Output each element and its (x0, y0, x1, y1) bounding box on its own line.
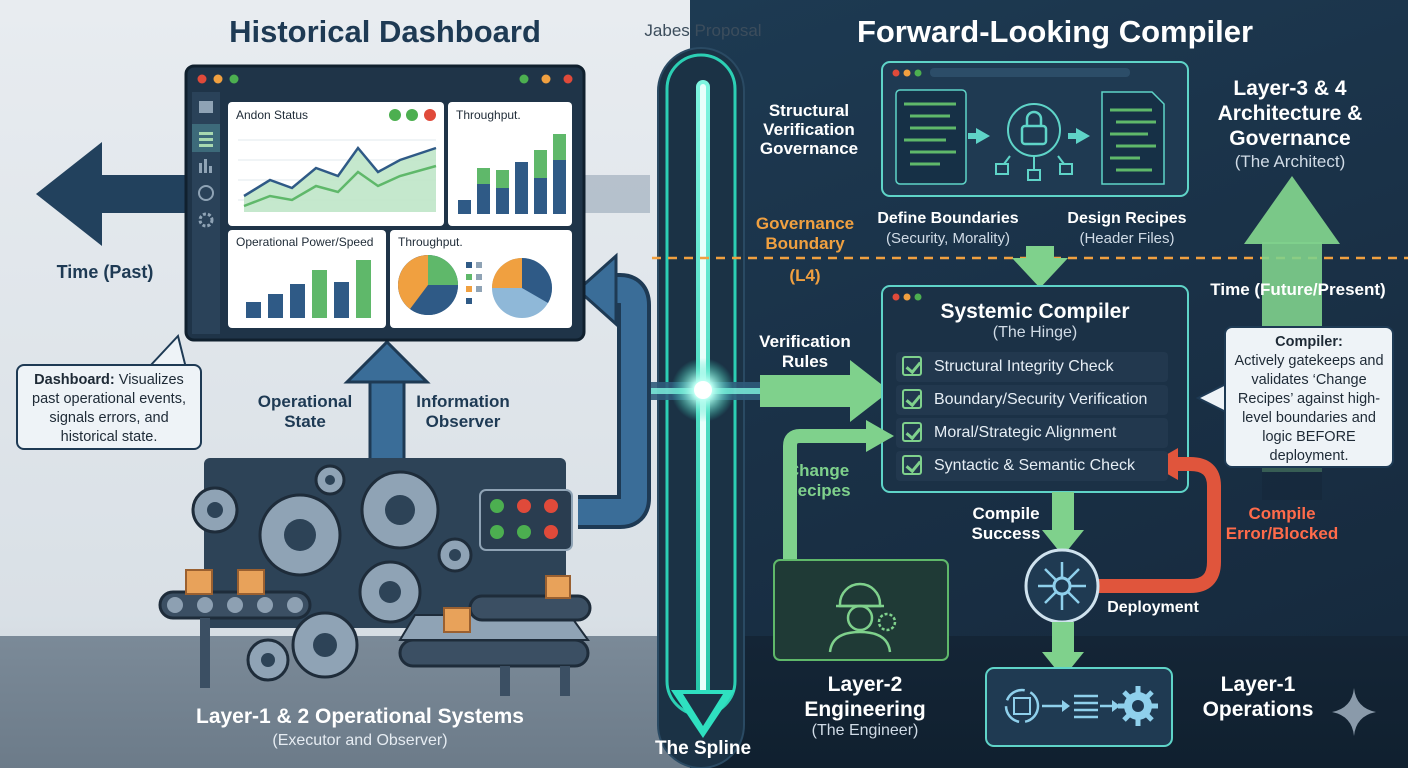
compile-success-arrow (1042, 492, 1084, 556)
define-boundaries-sub: (Security, Morality) (886, 230, 1010, 247)
throughput-bar (477, 168, 490, 184)
power-speed-bar (246, 302, 261, 318)
throughput-title-2: Throughput. (398, 235, 463, 249)
time-future-label: Time (Future/Present) (1210, 280, 1386, 299)
throughput-bar (534, 150, 547, 178)
power-speed-bar-chart (246, 260, 371, 318)
throughput-bar (553, 160, 566, 214)
engineering-title: Layer-2 Engineering (804, 673, 926, 721)
operations-title: Layer-1 Operations (1202, 673, 1314, 721)
engineering-subtitle: (The Engineer) (811, 722, 919, 739)
engineer-panel (773, 559, 949, 661)
throughput-bar (496, 170, 509, 188)
power-speed-bar (356, 260, 371, 318)
checkbox-checked-icon (902, 356, 922, 376)
throughput-bar-chart-1 (458, 134, 566, 214)
checkbox-checked-icon (902, 389, 922, 409)
compile-success-label: Compile Success (971, 504, 1041, 543)
power-speed-title: Operational Power/Speed (236, 235, 374, 249)
check-structural-integrity: Structural Integrity Check (896, 352, 1168, 382)
deployment-node (1024, 548, 1100, 678)
power-speed-bar (312, 270, 327, 318)
design-down-arrow (1012, 246, 1068, 288)
information-observer-label: Information Observer (416, 392, 510, 431)
operational-systems-title: Layer-1 & 2 Operational Systems (196, 705, 524, 728)
check-boundary-security: Boundary/Security Verification (896, 385, 1168, 415)
checkbox-checked-icon (902, 422, 922, 442)
sparkle-icon (1332, 688, 1376, 736)
throughput-bar (553, 134, 566, 160)
throughput-bar (477, 184, 490, 214)
dashboard-callout-text: Visualizes past operational events, sign… (32, 372, 186, 445)
forward-looking-compiler-title: Forward-Looking Compiler (856, 14, 1254, 49)
power-speed-bar (334, 282, 349, 318)
change-recipes-label: Change Recipes (785, 461, 851, 500)
structural-verification-label: Structural Verification Governance (759, 101, 859, 158)
power-speed-bar (290, 284, 305, 318)
time-past-label: Time (Past) (56, 262, 154, 282)
dashboard-window (184, 64, 586, 342)
dashboard-callout-lead: Dashboard: (34, 372, 115, 388)
dashboard-callout: Dashboard: Visualizes past operational e… (16, 364, 202, 450)
machinery-illustration (158, 458, 592, 696)
architect-subtitle: (The Architect) (1234, 152, 1346, 171)
power-speed-bar (268, 294, 283, 318)
throughput-bar (534, 178, 547, 214)
design-panel (881, 61, 1189, 197)
compiler-callout-text: Actively gatekeeps and validates ‘Change… (1234, 353, 1384, 464)
checkbox-checked-icon (902, 455, 922, 475)
governance-boundary-level: (L4) (789, 266, 821, 285)
jabes-proposal-caption: Jabes Proposal (644, 21, 762, 40)
compiler-callout: Compiler: Actively gatekeeps and validat… (1224, 326, 1394, 468)
throughput-pie-charts (398, 255, 553, 318)
throughput-bar (496, 188, 509, 214)
compiler-title: Systemic Compiler (940, 300, 1130, 323)
systemic-compiler-panel: Systemic Compiler (The Hinge) Structural… (882, 286, 1188, 492)
compile-error-label: Compile Error/Blocked (1225, 504, 1339, 543)
throughput-bar (515, 162, 528, 214)
operational-state-label: Operational State (257, 392, 353, 431)
deployment-label: Deployment (1107, 599, 1199, 616)
compiler-callout-lead: Compiler: (1275, 334, 1343, 350)
operational-systems-subtitle: (Executor and Observer) (272, 732, 448, 749)
observer-arrow (575, 252, 651, 529)
andon-status-title: Andon Status (236, 108, 309, 122)
historical-dashboard-title: Historical Dashboard (229, 14, 541, 49)
check-syntactic-semantic: Syntactic & Semantic Check (896, 451, 1168, 481)
throughput-title-1: Throughput. (456, 108, 521, 122)
verification-rules-label: Verification Rules (759, 332, 851, 371)
spline-label: The Spline (654, 738, 752, 759)
governance-boundary-label: Governance Boundary (755, 214, 855, 253)
verification-beam (650, 358, 890, 422)
operational-state-arrow (343, 339, 431, 472)
compiler-subtitle: (The Hinge) (992, 324, 1078, 341)
design-recipes-label: Design Recipes (1067, 210, 1187, 227)
change-recipes-arrow (783, 420, 894, 560)
define-boundaries-label: Define Boundaries (877, 210, 1019, 227)
design-recipes-sub: (Header Files) (1079, 230, 1175, 247)
operations-panel (985, 667, 1173, 747)
architect-title: Layer-3 & 4 Architecture & Governance (1217, 77, 1363, 150)
throughput-bar (458, 200, 471, 214)
check-moral-strategic: Moral/Strategic Alignment (896, 418, 1168, 448)
